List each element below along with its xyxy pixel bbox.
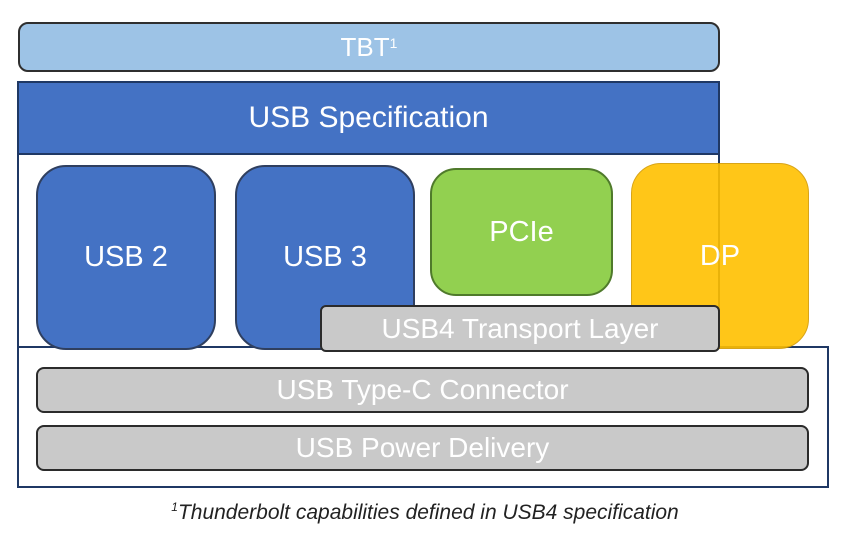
usb3-label: USB 3 (283, 241, 367, 273)
dp-label: DP (699, 239, 741, 272)
tbt-label: TBT (340, 31, 390, 62)
usb4-transport-layer: USB4 Transport Layer (320, 305, 720, 352)
footnote: 1Thunderbolt capabilities defined in USB… (0, 500, 850, 525)
usb-specification-label: USB Specification (248, 101, 489, 134)
type-c-label: USB Type-C Connector (276, 374, 569, 405)
power-delivery-label: USB Power Delivery (295, 432, 550, 463)
footnote-text: Thunderbolt capabilities defined in USB4… (177, 501, 679, 524)
usb-power-delivery: USB Power Delivery (36, 425, 809, 471)
tbt-superscript: 1 (389, 35, 398, 51)
pcie-label: PCIe (489, 216, 554, 248)
pcie-block: PCIe (430, 168, 613, 296)
footnote-marker: 1 (171, 500, 178, 514)
usb-specification-header: USB Specification (17, 81, 720, 155)
usb-type-c-connector: USB Type-C Connector (36, 367, 809, 413)
usb2-block: USB 2 (36, 165, 216, 350)
transport-layer-label: USB4 Transport Layer (381, 312, 659, 344)
usb2-label: USB 2 (84, 241, 168, 273)
